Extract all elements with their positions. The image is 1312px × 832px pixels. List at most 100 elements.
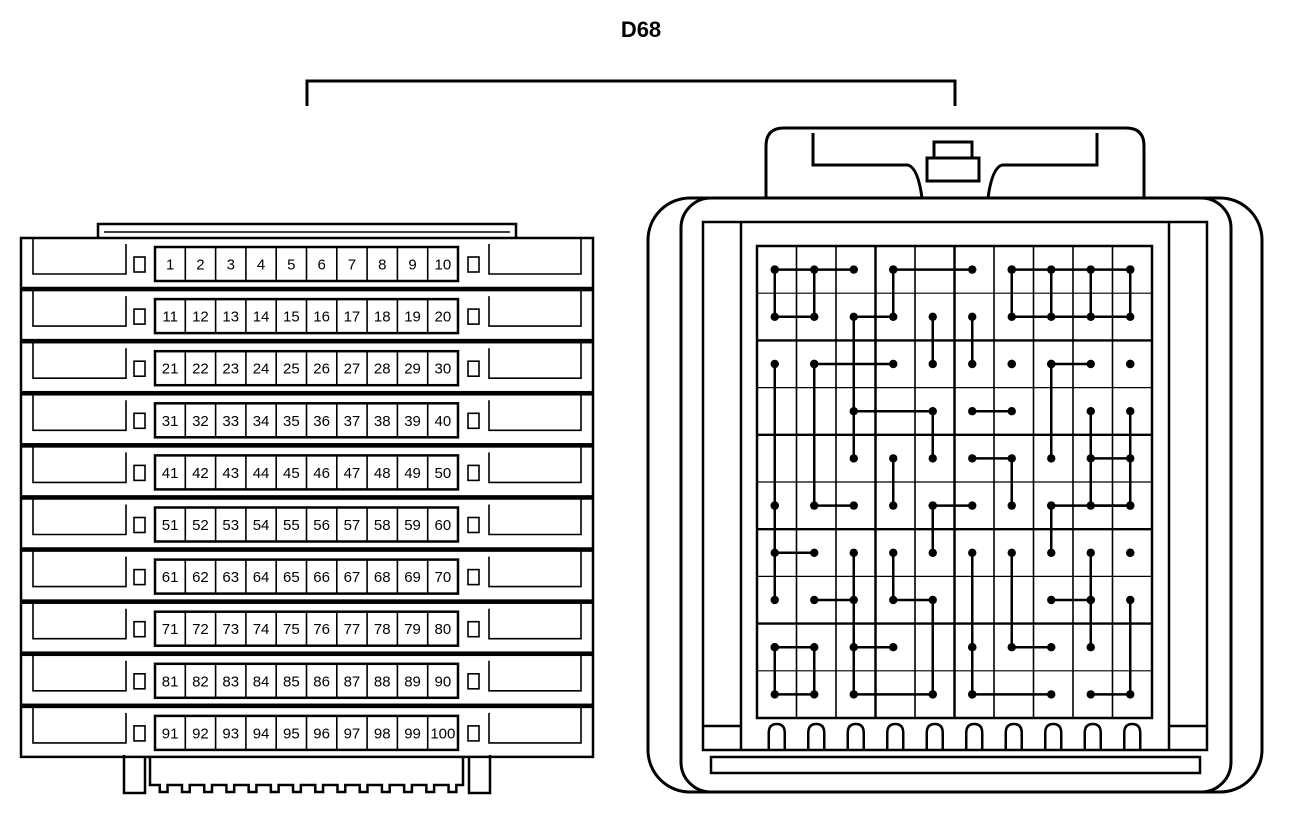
- pin-number: 31: [162, 413, 179, 430]
- pin-number: 93: [222, 725, 239, 742]
- pin-number: 41: [162, 465, 179, 482]
- pin-number: 67: [344, 569, 361, 586]
- pin-number: 99: [404, 725, 421, 742]
- pin-number: 37: [344, 413, 361, 430]
- pin-number: 36: [313, 413, 330, 430]
- pin-number: 18: [374, 309, 391, 326]
- pin-number: 81: [162, 673, 179, 690]
- pin-number: 55: [283, 517, 300, 534]
- pin-number: 89: [404, 673, 421, 690]
- pin-number: 65: [283, 569, 300, 586]
- pin-number: 51: [162, 517, 179, 534]
- pin-number: 87: [344, 673, 361, 690]
- pin-number: 83: [222, 673, 239, 690]
- pin-number: 79: [404, 621, 421, 638]
- pin-number: 64: [253, 569, 270, 586]
- pin-number: 1: [166, 257, 174, 274]
- pin-number: 90: [435, 673, 452, 690]
- pin-number: 63: [222, 569, 239, 586]
- pin-number: 7: [348, 257, 356, 274]
- pin-number: 48: [374, 465, 391, 482]
- pin-number: 27: [344, 361, 361, 378]
- pin-number: 60: [435, 517, 452, 534]
- pin-number: 61: [162, 569, 179, 586]
- pin-number: 22: [192, 361, 209, 378]
- pin-number: 70: [435, 569, 452, 586]
- pin-number: 43: [222, 465, 239, 482]
- pin-number: 52: [192, 517, 209, 534]
- connector-face-view: [646, 126, 1264, 794]
- pin-row: 81 82 83 84 85 86 87 88 89 90: [19, 653, 595, 707]
- pin-number: 44: [253, 465, 270, 482]
- pin-number: 66: [313, 569, 330, 586]
- pin-number: 29: [404, 361, 421, 378]
- pin-number: 97: [344, 725, 361, 742]
- pin-number: 92: [192, 725, 209, 742]
- pin-number: 82: [192, 673, 209, 690]
- pin-number: 10: [435, 257, 452, 274]
- pin-row: 91 92 93 94 95 96 97 98 99 100: [19, 705, 595, 759]
- pin-number: 34: [253, 413, 270, 430]
- pin-number: 33: [222, 413, 239, 430]
- pin-number: 100: [430, 725, 455, 742]
- pin-number: 86: [313, 673, 330, 690]
- pin-number: 28: [374, 361, 391, 378]
- pin-number: 50: [435, 465, 452, 482]
- pin-number: 95: [283, 725, 300, 742]
- pin-number: 80: [435, 621, 452, 638]
- pin-number: 96: [313, 725, 330, 742]
- pin-number: 16: [313, 309, 330, 326]
- pin-number: 40: [435, 413, 452, 430]
- connector-label: D68: [621, 17, 661, 42]
- pin-number: 85: [283, 673, 300, 690]
- pin-number: 11: [162, 309, 178, 326]
- pin-number: 39: [404, 413, 421, 430]
- pin-number: 77: [344, 621, 361, 638]
- pin-number: 9: [408, 257, 416, 274]
- pin-number: 75: [283, 621, 300, 638]
- pin-number: 13: [222, 309, 239, 326]
- pin-number: 94: [253, 725, 270, 742]
- pin-number: 54: [253, 517, 270, 534]
- pin-number: 4: [257, 257, 265, 274]
- pin-number: 5: [287, 257, 295, 274]
- pin-number: 88: [374, 673, 391, 690]
- pin-number: 53: [222, 517, 239, 534]
- pin-number: 20: [435, 309, 452, 326]
- pin-number: 38: [374, 413, 391, 430]
- pin-number: 59: [404, 517, 421, 534]
- pin-number: 69: [404, 569, 421, 586]
- pin-number: 84: [253, 673, 270, 690]
- pin-number: 23: [222, 361, 239, 378]
- pin-number: 58: [374, 517, 391, 534]
- pin-number: 98: [374, 725, 391, 742]
- pin-number: 72: [192, 621, 209, 638]
- pin-number: 14: [253, 309, 270, 326]
- pin-number: 46: [313, 465, 330, 482]
- bracket: [305, 79, 957, 106]
- pin-number: 91: [162, 725, 179, 742]
- pin-number: 57: [344, 517, 361, 534]
- pin-number: 71: [162, 621, 179, 638]
- pin-number: 56: [313, 517, 330, 534]
- pin-number: 78: [374, 621, 391, 638]
- pin-number: 25: [283, 361, 300, 378]
- pin-number: 68: [374, 569, 391, 586]
- pin-number: 73: [222, 621, 239, 638]
- pin-number: 6: [317, 257, 325, 274]
- pin-number: 2: [196, 257, 204, 274]
- pin-number: 3: [227, 257, 235, 274]
- pin-number: 19: [404, 309, 421, 326]
- pin-number: 35: [283, 413, 300, 430]
- pin-number: 45: [283, 465, 300, 482]
- pin-number: 76: [313, 621, 330, 638]
- pin-number: 12: [192, 309, 209, 326]
- pin-number: 21: [162, 361, 179, 378]
- pin-number: 17: [344, 309, 361, 326]
